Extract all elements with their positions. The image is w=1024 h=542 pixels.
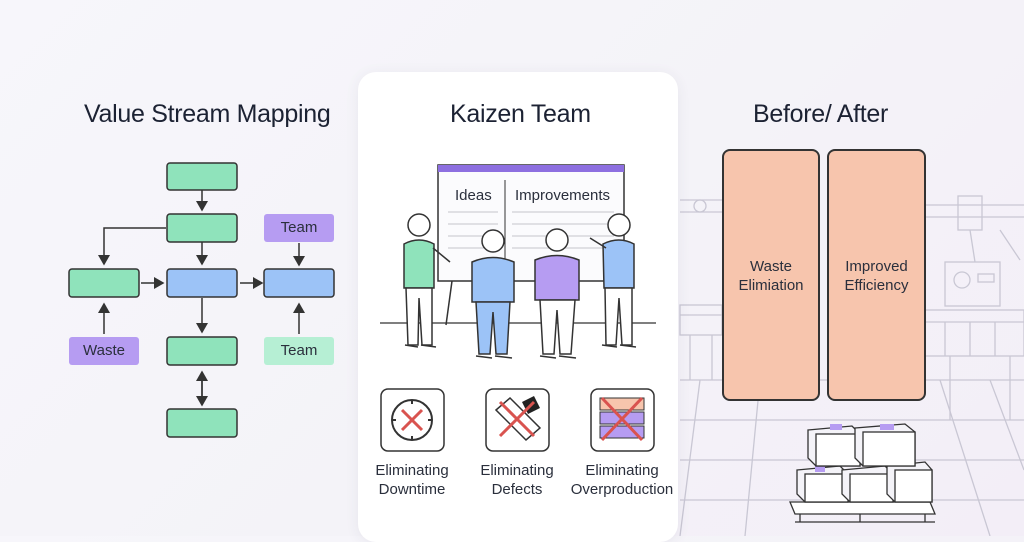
vsm-team-bottom-label: Team xyxy=(280,342,318,359)
whiteboard xyxy=(437,164,625,326)
downtime-label: Eliminating Downtime xyxy=(362,461,462,499)
vsm-waste-box xyxy=(69,337,139,365)
downtime-label-line1: Eliminating xyxy=(375,462,449,479)
vsm-team-bottom-box xyxy=(264,337,334,365)
vsm-waste-label: Waste xyxy=(83,342,125,359)
vsm-box xyxy=(263,268,335,298)
vsm-team-top-label: Team xyxy=(280,219,318,236)
vsm-box xyxy=(166,408,238,438)
board-improvements-label: Improvements xyxy=(515,187,611,204)
vsm-team-top-box xyxy=(264,214,334,242)
defects-label: Eliminating Defects xyxy=(467,461,567,499)
team-member-4 xyxy=(589,213,637,348)
overproduction-label: Eliminating Overproduction xyxy=(566,461,678,499)
before-after-title: Before/ After xyxy=(753,100,889,128)
kaizen-title: Kaizen Team xyxy=(450,100,591,128)
defects-label-line1: Eliminating xyxy=(480,462,554,479)
overproduction-label-line2: Overproduction xyxy=(570,481,674,498)
board-ideas-label: Ideas xyxy=(455,187,492,204)
vsm-arrow xyxy=(98,227,166,266)
waste-elimination-label: Waste Elimiation xyxy=(724,257,818,295)
team-member-2 xyxy=(471,229,515,359)
team-member-3 xyxy=(534,228,580,359)
vsm-box xyxy=(166,213,238,243)
eliminating-downtime-icon xyxy=(380,388,445,452)
improved-efficiency-label: Improved Efficiency xyxy=(829,257,924,295)
defects-label-line2: Defects xyxy=(491,481,543,498)
waste-elimination-line1: Waste xyxy=(750,258,792,275)
vsm-box xyxy=(166,268,238,298)
improved-efficiency-line2: Efficiency xyxy=(844,277,909,294)
team-member-1 xyxy=(403,213,451,348)
waste-elimination-line2: Elimiation xyxy=(738,277,804,294)
vsm-box xyxy=(68,268,140,298)
waste-elimination-column: Waste Elimiation xyxy=(722,149,820,401)
improved-efficiency-line1: Improved xyxy=(845,258,908,275)
eliminating-overproduction-icon xyxy=(590,388,655,452)
vsm-diagram xyxy=(68,162,335,438)
vsm-box xyxy=(166,336,238,366)
downtime-label-line2: Downtime xyxy=(378,481,446,498)
overproduction-label-line1: Eliminating xyxy=(585,462,659,479)
improved-efficiency-column: Improved Efficiency xyxy=(827,149,926,401)
eliminating-defects-icon xyxy=(485,388,550,452)
vsm-box xyxy=(166,162,238,191)
vsm-title: Value Stream Mapping xyxy=(84,100,331,128)
